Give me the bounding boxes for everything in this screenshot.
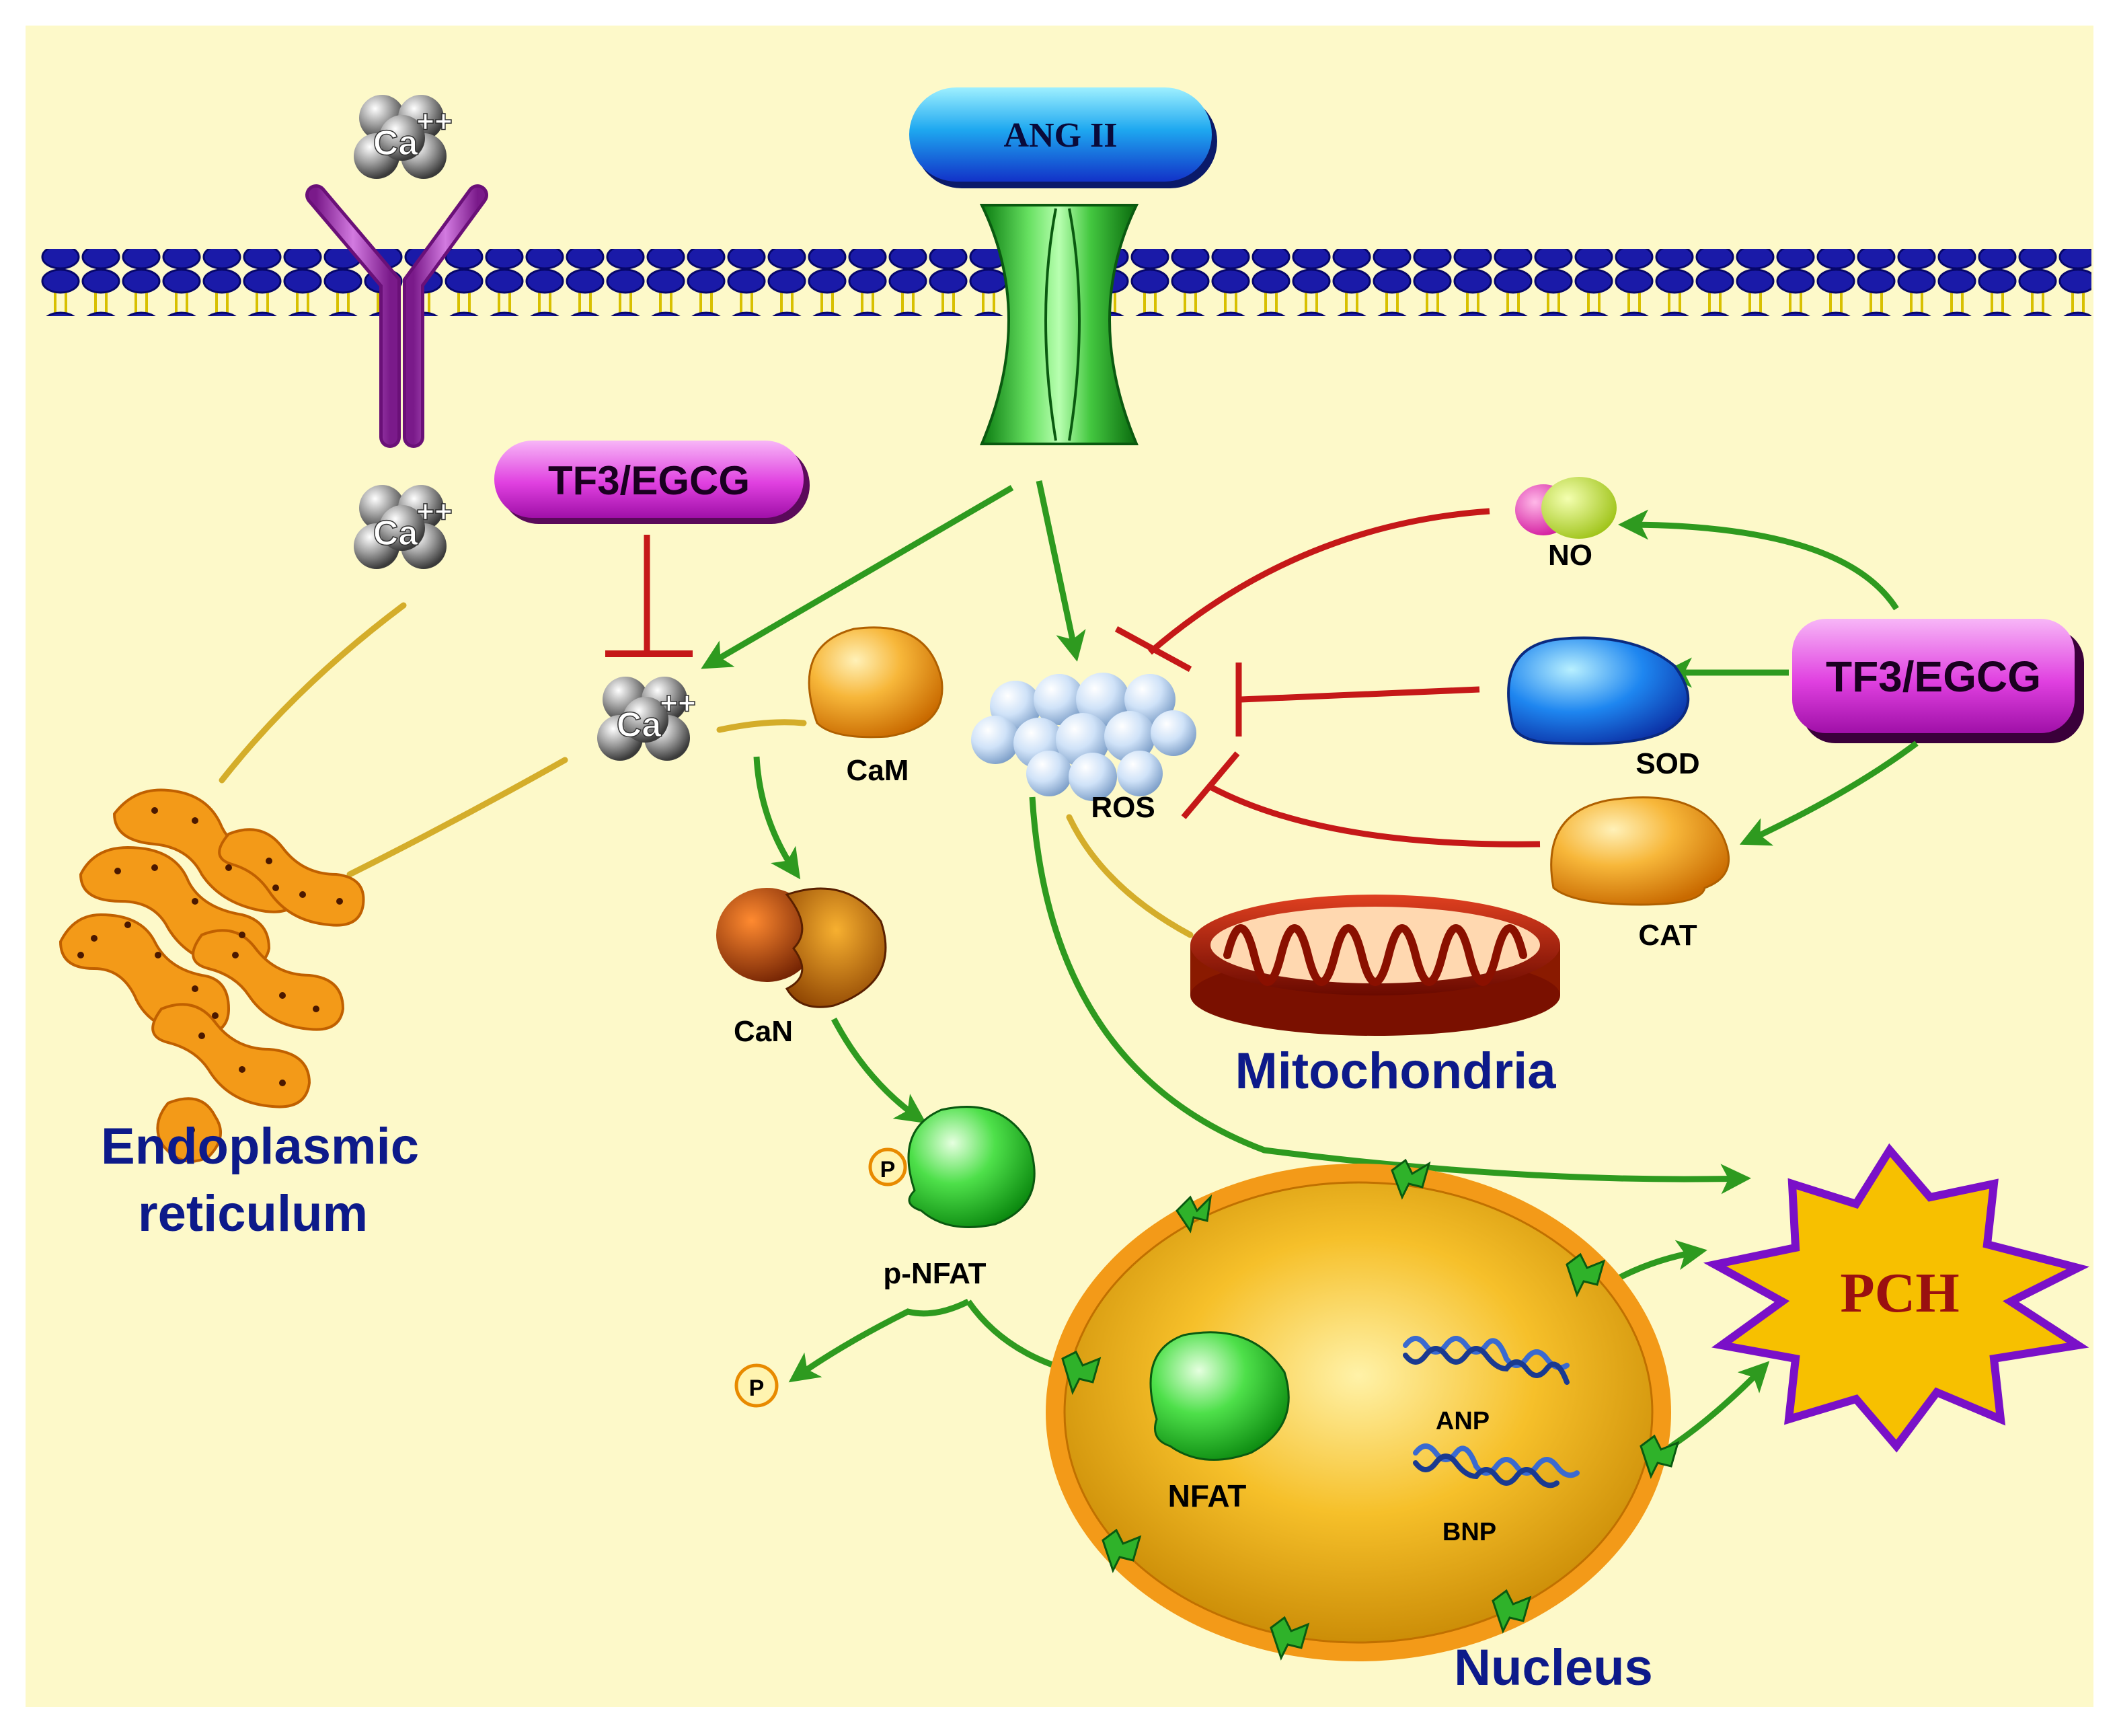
tf3-egcg-right: TF3/EGCG [1792,619,2084,743]
phosphate-free: P [734,1363,779,1408]
pnfat-label: p-NFAT [883,1257,986,1290]
anp-gene [1403,1336,1570,1385]
tf3-left-label: TF3/EGCG [548,458,750,503]
can-label: CaN [734,1015,793,1048]
p-nfat: P p-NFAT [868,1106,1036,1290]
no-molecule: NO [1515,477,1617,572]
association-lines [219,602,1194,938]
ca-top-label: Ca [373,124,419,163]
ca-center-charge: ++ [660,685,696,720]
calcium-channel-receptor [305,184,488,448]
p-free-label: P [749,1375,765,1401]
endoplasmic-reticulum: Endoplasmic reticulum [59,788,419,1242]
ca-mid-label: Ca [373,514,419,553]
er-label-line2: reticulum [138,1185,368,1242]
inhibition-lines [1114,508,1541,847]
mito-label: Mitochondria [1235,1043,1556,1100]
pch-label: PCH [1840,1262,1959,1324]
ang2-ligand: ANG II [909,87,1217,188]
cam-label: CaM [847,754,909,787]
cat-label: CAT [1638,919,1697,952]
sod-label: SOD [1635,747,1699,780]
sod-enzyme: SOD [1507,636,1700,780]
nucleus: NFAT ANP BNP Nucleus [1046,1158,1680,1696]
anp-label: ANP [1436,1407,1490,1435]
p-attached-label: P [880,1157,896,1182]
inhibition-tf3-to-calcium [605,535,693,657]
nuclear-pores [1061,1158,1680,1661]
calmodulin: CaM [808,626,943,787]
nucleus-label: Nucleus [1454,1639,1653,1696]
calcium-ion-extracellular: Ca ++ [354,95,453,179]
bnp-gene [1413,1443,1580,1488]
at1-receptor-channel [979,204,1139,445]
mitochondria: Mitochondria [1190,895,1560,1100]
bnp-label: BNP [1442,1518,1496,1546]
ros-label: ROS [1091,791,1155,824]
ca-center-label: Ca [617,706,662,745]
nfat-label: NFAT [1168,1478,1247,1513]
ros-cluster: ROS [971,673,1196,824]
ca-top-charge: ++ [416,104,453,139]
nfat-protein [1149,1331,1290,1461]
tf3-right-label: TF3/EGCG [1826,652,2041,701]
phosphate-attached [868,1147,907,1186]
no-label: NO [1548,539,1592,572]
tf3-egcg-left: TF3/EGCG [494,441,810,524]
activation-arrows [701,480,1919,1497]
pch-outcome: PCH [1703,1143,2089,1453]
ca-mid-charge: ++ [416,494,453,529]
cat-enzyme: CAT [1550,796,1730,952]
calcium-ion-intracellular: Ca ++ [354,485,453,569]
calcineurin: CaN [716,887,887,1048]
er-label-line1: Endoplasmic [101,1118,419,1175]
calcium-ion-cytosolic: Ca ++ [597,677,697,761]
ang2-label: ANG II [1003,116,1117,155]
